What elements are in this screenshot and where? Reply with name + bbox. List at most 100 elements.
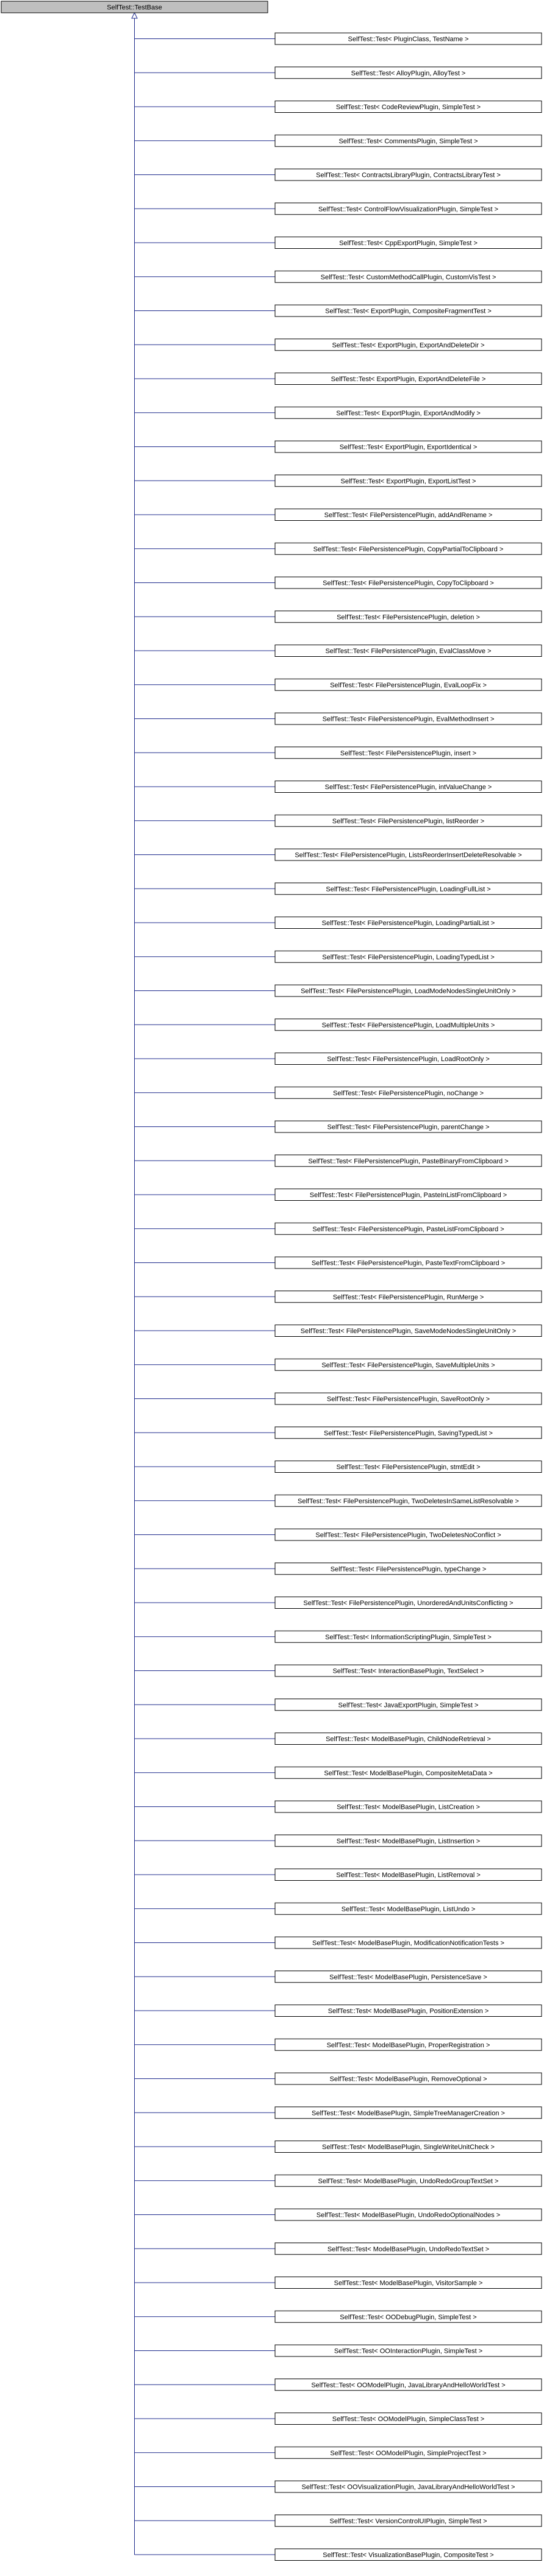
derived-class-label: SelfTest::Test< ModelBasePlugin, ProperR… bbox=[327, 2042, 490, 2049]
derived-class-box[interactable]: SelfTest::Test< ContractsLibraryPlugin, … bbox=[274, 168, 542, 181]
derived-class-box[interactable]: SelfTest::Test< FilePersistencePlugin, a… bbox=[274, 509, 542, 521]
derived-class-box[interactable]: SelfTest::Test< FilePersistencePlugin, s… bbox=[274, 1461, 542, 1473]
derived-class-box[interactable]: SelfTest::Test< ModelBasePlugin, ChildNo… bbox=[274, 1733, 542, 1745]
derived-class-box[interactable]: SelfTest::Test< FilePersistencePlugin, R… bbox=[274, 1290, 542, 1303]
derived-class-box[interactable]: SelfTest::Test< ModelBasePlugin, Composi… bbox=[274, 1766, 542, 1779]
derived-class-label: SelfTest::Test< FilePersistencePlugin, L… bbox=[322, 1021, 495, 1029]
derived-class-box[interactable]: SelfTest::Test< VisualizationBasePlugin,… bbox=[274, 2549, 542, 2561]
derived-class-label: SelfTest::Test< CustomMethodCallPlugin, … bbox=[321, 274, 496, 281]
derived-class-box[interactable]: SelfTest::Test< FilePersistencePlugin, L… bbox=[274, 1018, 542, 1031]
derived-class-box[interactable]: SelfTest::Test< JavaExportPlugin, Simple… bbox=[274, 1698, 542, 1711]
derived-class-box[interactable]: SelfTest::Test< OOModelPlugin, SimplePro… bbox=[274, 2446, 542, 2459]
derived-class-box[interactable]: SelfTest::Test< ExportPlugin, ExportAndD… bbox=[274, 373, 542, 385]
derived-class-box[interactable]: SelfTest::Test< FilePersistencePlugin, t… bbox=[274, 1562, 542, 1575]
derived-class-box[interactable]: SelfTest::Test< CommentsPlugin, SimpleTe… bbox=[274, 134, 542, 147]
derived-class-box[interactable]: SelfTest::Test< CustomMethodCallPlugin, … bbox=[274, 270, 542, 283]
derived-class-label: SelfTest::Test< FilePersistencePlugin, R… bbox=[333, 1293, 484, 1301]
derived-class-box[interactable]: SelfTest::Test< ModelBasePlugin, ListUnd… bbox=[274, 1902, 542, 1915]
derived-class-label: SelfTest::Test< FilePersistencePlugin, P… bbox=[312, 1260, 505, 1267]
derived-class-box[interactable]: SelfTest::Test< FilePersistencePlugin, P… bbox=[274, 1222, 542, 1235]
derived-class-box[interactable]: SelfTest::Test< FilePersistencePlugin, L… bbox=[274, 984, 542, 997]
derived-class-box[interactable]: SelfTest::Test< FilePersistencePlugin, U… bbox=[274, 1597, 542, 1609]
derived-class-box[interactable]: SelfTest::Test< FilePersistencePlugin, L… bbox=[274, 950, 542, 963]
derived-class-box[interactable]: SelfTest::Test< FilePersistencePlugin, P… bbox=[274, 1256, 542, 1269]
derived-class-box[interactable]: SelfTest::Test< ModelBasePlugin, Persist… bbox=[274, 1970, 542, 1983]
derived-class-label: SelfTest::Test< ControlFlowVisualization… bbox=[318, 206, 498, 213]
derived-class-box[interactable]: SelfTest::Test< OOModelPlugin, JavaLibra… bbox=[274, 2378, 542, 2391]
derived-class-label: SelfTest::Test< CppExportPlugin, SimpleT… bbox=[339, 240, 478, 247]
derived-class-box[interactable]: SelfTest::Test< FilePersistencePlugin, S… bbox=[274, 1325, 542, 1337]
derived-class-label: SelfTest::Test< ModelBasePlugin, RemoveO… bbox=[329, 2076, 487, 2083]
derived-class-label: SelfTest::Test< FilePersistencePlugin, E… bbox=[323, 716, 495, 723]
derived-class-label: SelfTest::Test< FilePersistencePlugin, P… bbox=[312, 1226, 504, 1233]
derived-class-box[interactable]: SelfTest::Test< FilePersistencePlugin, i… bbox=[274, 781, 542, 793]
derived-class-box[interactable]: SelfTest::Test< FilePersistencePlugin, n… bbox=[274, 1086, 542, 1099]
root-class-label: SelfTest::TestBase bbox=[107, 4, 162, 12]
derived-class-box[interactable]: SelfTest::Test< OOVisualizationPlugin, J… bbox=[274, 2480, 542, 2493]
derived-class-box[interactable]: SelfTest::Test< ModelBasePlugin, SimpleT… bbox=[274, 2106, 542, 2119]
derived-class-box[interactable]: SelfTest::Test< FilePersistencePlugin, P… bbox=[274, 1154, 542, 1167]
derived-class-box[interactable]: SelfTest::Test< FilePersistencePlugin, P… bbox=[274, 1189, 542, 1201]
derived-class-box[interactable]: SelfTest::Test< AlloyPlugin, AlloyTest > bbox=[274, 66, 542, 79]
derived-class-label: SelfTest::Test< ModelBasePlugin, ChildNo… bbox=[326, 1736, 491, 1743]
derived-class-box[interactable]: SelfTest::Test< CppExportPlugin, SimpleT… bbox=[274, 237, 542, 249]
derived-class-box[interactable]: SelfTest::Test< VersionControlUIPlugin, … bbox=[274, 2514, 542, 2527]
derived-class-box[interactable]: SelfTest::Test< ModelBasePlugin, Visitor… bbox=[274, 2277, 542, 2289]
derived-class-list: SelfTest::Test< PluginClass, TestName >S… bbox=[274, 32, 542, 2561]
derived-class-label: SelfTest::Test< OOVisualizationPlugin, J… bbox=[302, 2484, 515, 2491]
derived-class-label: SelfTest::Test< ModelBasePlugin, ListUnd… bbox=[342, 1906, 476, 1913]
derived-class-box[interactable]: SelfTest::Test< ExportPlugin, CompositeF… bbox=[274, 304, 542, 317]
derived-class-box[interactable]: SelfTest::Test< FilePersistencePlugin, L… bbox=[274, 848, 542, 861]
derived-class-box[interactable]: SelfTest::Test< ModelBasePlugin, Modific… bbox=[274, 1936, 542, 1949]
derived-class-box[interactable]: SelfTest::Test< FilePersistencePlugin, T… bbox=[274, 1494, 542, 1507]
derived-class-box[interactable]: SelfTest::Test< ExportPlugin, ExportIden… bbox=[274, 440, 542, 453]
derived-class-box[interactable]: SelfTest::Test< FilePersistencePlugin, C… bbox=[274, 576, 542, 589]
derived-class-box[interactable]: SelfTest::Test< ExportPlugin, ExportAndD… bbox=[274, 338, 542, 351]
derived-class-box[interactable]: SelfTest::Test< ModelBasePlugin, ProperR… bbox=[274, 2038, 542, 2051]
derived-class-box[interactable]: SelfTest::Test< OODebugPlugin, SimpleTes… bbox=[274, 2310, 542, 2323]
derived-class-box[interactable]: SelfTest::Test< FilePersistencePlugin, E… bbox=[274, 645, 542, 657]
derived-class-label: SelfTest::Test< FilePersistencePlugin, i… bbox=[340, 750, 476, 757]
derived-class-box[interactable]: SelfTest::Test< ModelBasePlugin, ListIns… bbox=[274, 1834, 542, 1847]
derived-class-box[interactable]: SelfTest::Test< InformationScriptingPlug… bbox=[274, 1630, 542, 1643]
derived-class-box[interactable]: SelfTest::Test< ExportPlugin, ExportList… bbox=[274, 474, 542, 487]
derived-class-box[interactable]: SelfTest::Test< FilePersistencePlugin, L… bbox=[274, 882, 542, 895]
derived-class-box[interactable]: SelfTest::Test< ModelBasePlugin, Positio… bbox=[274, 2005, 542, 2017]
derived-class-label: SelfTest::Test< FilePersistencePlugin, S… bbox=[301, 1328, 516, 1335]
derived-class-box[interactable]: SelfTest::Test< FilePersistencePlugin, i… bbox=[274, 746, 542, 759]
derived-class-box[interactable]: SelfTest::Test< FilePersistencePlugin, L… bbox=[274, 1053, 542, 1065]
derived-class-box[interactable]: SelfTest::Test< CodeReviewPlugin, Simple… bbox=[274, 101, 542, 113]
derived-class-box[interactable]: SelfTest::Test< ControlFlowVisualization… bbox=[274, 202, 542, 215]
root-class-box[interactable]: SelfTest::TestBase bbox=[1, 1, 268, 13]
derived-class-box[interactable]: SelfTest::Test< FilePersistencePlugin, T… bbox=[274, 1528, 542, 1541]
derived-class-box[interactable]: SelfTest::Test< ModelBasePlugin, UndoRed… bbox=[274, 2208, 542, 2221]
derived-class-box[interactable]: SelfTest::Test< PluginClass, TestName > bbox=[274, 32, 542, 45]
derived-class-box[interactable]: SelfTest::Test< FilePersistencePlugin, d… bbox=[274, 610, 542, 623]
derived-class-label: SelfTest::Test< FilePersistencePlugin, C… bbox=[323, 580, 494, 587]
derived-class-label: SelfTest::Test< FilePersistencePlugin, P… bbox=[308, 1157, 508, 1165]
derived-class-box[interactable]: SelfTest::Test< FilePersistencePlugin, l… bbox=[274, 814, 542, 827]
derived-class-box[interactable]: SelfTest::Test< FilePersistencePlugin, E… bbox=[274, 712, 542, 725]
derived-class-box[interactable]: SelfTest::Test< OOModelPlugin, SimpleCla… bbox=[274, 2413, 542, 2425]
derived-class-label: SelfTest::Test< ExportPlugin, CompositeF… bbox=[325, 308, 492, 315]
derived-class-box[interactable]: SelfTest::Test< FilePersistencePlugin, E… bbox=[274, 678, 542, 691]
derived-class-box[interactable]: SelfTest::Test< FilePersistencePlugin, S… bbox=[274, 1392, 542, 1405]
derived-class-box[interactable]: SelfTest::Test< ModelBasePlugin, SingleW… bbox=[274, 2141, 542, 2153]
derived-class-box[interactable]: SelfTest::Test< OOInteractionPlugin, Sim… bbox=[274, 2344, 542, 2357]
derived-class-box[interactable]: SelfTest::Test< ExportPlugin, ExportAndM… bbox=[274, 406, 542, 419]
derived-class-label: SelfTest::Test< JavaExportPlugin, Simple… bbox=[338, 1701, 479, 1709]
derived-class-box[interactable]: SelfTest::Test< FilePersistencePlugin, L… bbox=[274, 917, 542, 929]
derived-class-box[interactable]: SelfTest::Test< ModelBasePlugin, ListRem… bbox=[274, 1869, 542, 1881]
derived-class-box[interactable]: SelfTest::Test< ModelBasePlugin, RemoveO… bbox=[274, 2072, 542, 2085]
derived-class-box[interactable]: SelfTest::Test< ModelBasePlugin, ListCre… bbox=[274, 1800, 542, 1813]
derived-class-label: SelfTest::Test< ModelBasePlugin, Composi… bbox=[324, 1770, 492, 1777]
derived-class-box[interactable]: SelfTest::Test< FilePersistencePlugin, p… bbox=[274, 1120, 542, 1133]
derived-class-label: SelfTest::Test< ExportPlugin, ExportList… bbox=[341, 478, 476, 485]
derived-class-box[interactable]: SelfTest::Test< FilePersistencePlugin, C… bbox=[274, 542, 542, 555]
derived-class-box[interactable]: SelfTest::Test< InteractionBasePlugin, T… bbox=[274, 1664, 542, 1677]
derived-class-box[interactable]: SelfTest::Test< FilePersistencePlugin, S… bbox=[274, 1426, 542, 1439]
derived-class-box[interactable]: SelfTest::Test< ModelBasePlugin, UndoRed… bbox=[274, 2174, 542, 2187]
derived-class-label: SelfTest::Test< FilePersistencePlugin, L… bbox=[322, 954, 495, 961]
derived-class-box[interactable]: SelfTest::Test< ModelBasePlugin, UndoRed… bbox=[274, 2242, 542, 2255]
derived-class-box[interactable]: SelfTest::Test< FilePersistencePlugin, S… bbox=[274, 1358, 542, 1371]
